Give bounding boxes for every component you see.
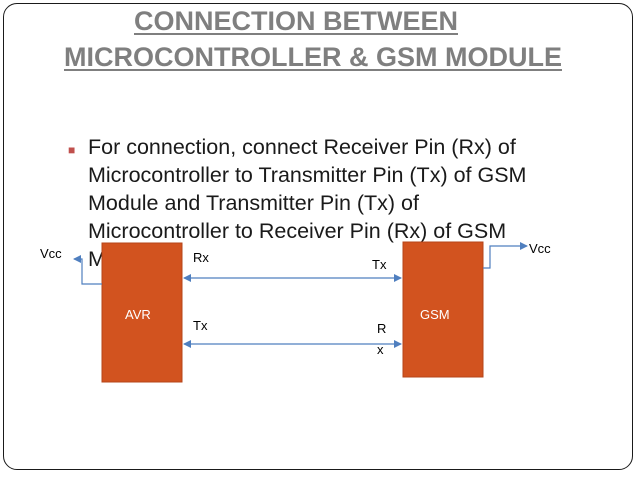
slide-frame — [3, 3, 633, 470]
left-vcc-line — [73, 255, 102, 285]
right-vcc-label: Vcc — [529, 241, 551, 256]
bullet-text: For connection, connect Receiver Pin (Rx… — [88, 135, 527, 271]
left-vcc-label: Vcc — [40, 246, 62, 261]
gsm-rx-label-r: R — [377, 321, 386, 336]
gsm-tx-label: Tx — [372, 257, 387, 272]
avr-tx-label: Tx — [193, 318, 208, 333]
avr-rx-label: Rx — [193, 250, 209, 265]
avr-label: AVR — [125, 307, 151, 322]
gsm-label: GSM — [420, 307, 450, 322]
right-vcc-line — [483, 242, 528, 269]
gsm-block — [402, 241, 484, 378]
avr-block — [101, 242, 183, 383]
bullet-marker-icon: ■ — [68, 143, 76, 157]
slide-title: CONNECTION BETWEEN MICROCONTROLLER & GSM… — [64, 6, 562, 72]
gsm-rx-label-x: x — [377, 342, 384, 357]
